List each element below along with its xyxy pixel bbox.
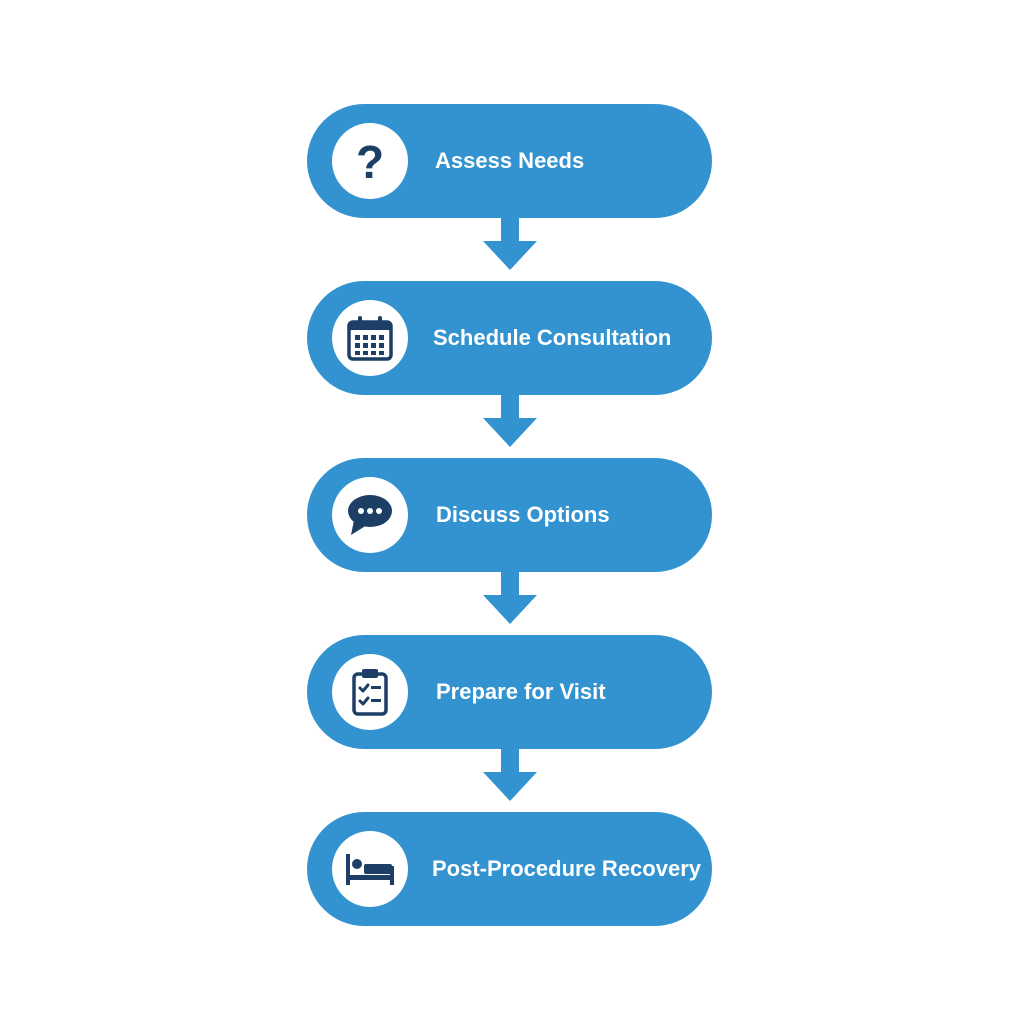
down-arrow (483, 748, 537, 801)
step-label: Post-Procedure Recovery (432, 856, 701, 881)
down-arrow (483, 394, 537, 447)
step-label: Assess Needs (435, 148, 585, 173)
down-arrow (483, 217, 537, 270)
step-prepare-for-visit: Prepare for Visit (307, 635, 712, 749)
step-assess-needs: ? Assess Needs (307, 104, 712, 218)
step-icon-badge (332, 654, 408, 730)
step-discuss-options: Discuss Options (307, 458, 712, 572)
step-post-procedure-recovery: Post-Procedure Recovery (307, 812, 712, 926)
step-icon-badge (332, 477, 408, 553)
step-icon-badge (332, 300, 408, 376)
down-arrow (483, 571, 537, 624)
svg-text:?: ? (356, 137, 384, 185)
clipboard-checklist-icon (352, 669, 388, 716)
step-icon-badge: ? (332, 123, 408, 199)
calendar-icon (347, 316, 393, 361)
step-label: Schedule Consultation (433, 325, 672, 350)
bed-icon (346, 854, 394, 885)
step-schedule-consultation: Schedule Consultation (307, 281, 712, 395)
step-label: Discuss Options (436, 502, 610, 527)
step-icon-badge (332, 831, 408, 907)
question-mark-icon: ? (356, 137, 384, 185)
speech-bubble-icon (348, 495, 392, 535)
step-label: Prepare for Visit (436, 679, 606, 704)
